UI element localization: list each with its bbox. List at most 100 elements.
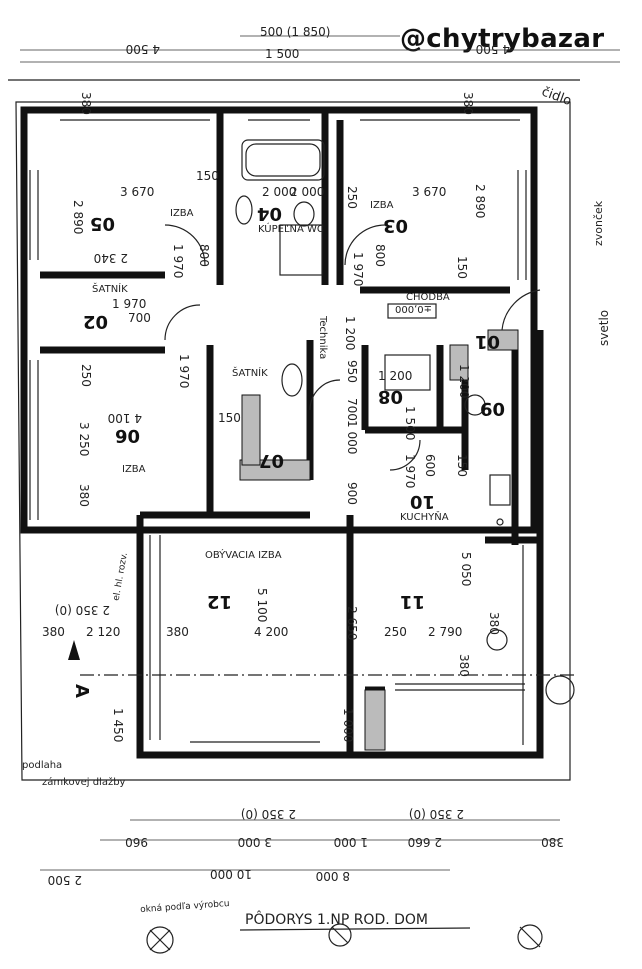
wall-hatches — [239, 329, 519, 751]
room-03: 03 — [383, 215, 408, 236]
windows — [29, 119, 527, 745]
room-name-satnik1: ŠATNÍK — [92, 282, 128, 295]
annotation-misc: okná podľa výrobcu — [140, 899, 230, 915]
dim-inner-7: 150 — [455, 256, 469, 279]
dim-inner-3: 3 670 — [120, 185, 154, 199]
dim-inner-36: 2 650 — [345, 606, 359, 640]
room-08: 08 — [378, 386, 403, 407]
dim-inner-45: 1 000 — [341, 708, 355, 742]
dim-inner-28: 380 — [77, 484, 91, 507]
room-name-kuchyna: KUCHYŇA — [400, 510, 449, 523]
watermark: @chytrybazar — [400, 24, 605, 54]
dim-inner-23: 1 200 — [457, 364, 471, 398]
dim-inner-18: 2 000 — [262, 185, 296, 199]
section-line-a: A — [68, 640, 575, 705]
annotation-svetlo: svetlo — [597, 310, 611, 346]
room-name-izba2: IZBA — [370, 200, 394, 211]
dim-inner-32: 600 — [423, 454, 437, 477]
room-name-satnik2: ŠATNÍK — [232, 366, 268, 379]
dim-inner-33: 150 — [455, 454, 469, 477]
dim-top-3: 500 (1 850) — [260, 25, 330, 39]
room-09: 09 — [480, 398, 505, 419]
room-10: 10 — [410, 491, 435, 512]
dim-inner-41: 2 790 — [428, 625, 462, 639]
dim-bottom-0: 2 350 (0) — [241, 807, 296, 821]
annotation-cidlo: čidlo — [540, 85, 574, 110]
dim-inner-1: 380 — [461, 92, 475, 115]
dim-inner-34: 5 050 — [459, 552, 473, 586]
inner-dimensions: 380 380 2 890 3 670 3 670 2 890 150 150 … — [42, 92, 501, 742]
dim-inner-9: 1 970 — [171, 244, 185, 278]
annotation-zamkovej: zámkovej dlažby — [42, 776, 126, 788]
dim-inner-40: 4 200 — [254, 625, 288, 639]
dim-bottom-2: 960 — [125, 835, 148, 849]
dim-inner-43: 380 — [487, 612, 501, 635]
dim-inner-5: 2 890 — [473, 184, 487, 218]
dim-inner-44: 380 — [457, 654, 471, 677]
dim-inner-11: 800 — [197, 244, 211, 267]
dim-inner-22: 1 200 — [378, 369, 412, 383]
dim-inner-26: 1 500 — [403, 406, 417, 440]
room-04: 04 — [257, 203, 282, 224]
annotations: čidlo zvonček svetlo podlaha zámkovej dl… — [22, 85, 611, 916]
dim-inner-2: 2 890 — [71, 200, 85, 234]
dim-inner-17: 1 970 — [177, 354, 191, 388]
annotation-podla: podlaha — [22, 760, 62, 771]
dim-inner-27: 150 — [218, 411, 241, 425]
dim-top-2: 1 500 — [265, 47, 299, 61]
dim-inner-38: 380 — [42, 625, 65, 639]
dim-inner-14: 700 — [128, 311, 151, 325]
room-02: 02 — [83, 311, 108, 332]
dim-inner-13: 1 200 — [343, 316, 357, 350]
dim-top-4: 4 500 — [476, 42, 510, 56]
section-label: A — [71, 684, 92, 698]
dim-inner-47: 1 450 — [111, 708, 125, 742]
dim-inner-42: 250 — [384, 625, 407, 639]
room-07: 07 — [259, 450, 284, 471]
room-11: 11 — [400, 591, 425, 612]
level-mark: ±0,000 — [387, 303, 437, 319]
top-dimensions: 4 500 1 500 500 (1 850) 4 500 — [20, 25, 620, 63]
plan-title: PÔDORYS 1.NP ROD. DOM — [245, 910, 428, 928]
dim-inner-6: 150 — [196, 169, 219, 183]
dim-bottom-7: 2 500 — [48, 873, 82, 887]
dim-bottom-4: 1 000 — [334, 835, 368, 849]
annotation-zvonec: zvonček — [592, 200, 605, 246]
dim-inner-19: 2 000 — [290, 185, 324, 199]
dim-inner-15: 250 — [79, 364, 93, 387]
dim-bottom-6: 380 — [541, 835, 564, 849]
dim-inner-25: 4 100 — [108, 411, 142, 425]
room-name-chodba: CHODBA — [406, 292, 450, 303]
dim-inner-46: 2 350 (0) — [55, 603, 110, 617]
scribble-symbols — [146, 923, 543, 954]
bottom-dimensions: 2 350 (0) 2 350 (0) 960 3 000 1 000 2 66… — [40, 807, 564, 887]
dim-bottom-3: 3 000 — [238, 835, 272, 849]
room-names: IZBA IZBA IZBA CHODBA ŠATNÍK ŠATNÍK KÚPE… — [92, 200, 450, 561]
dim-inner-48: 700 — [345, 398, 359, 421]
dim-inner-21: 950 — [345, 360, 359, 383]
dim-inner-29: 1 000 — [345, 420, 359, 454]
dim-inner-4: 3 670 — [412, 185, 446, 199]
dim-inner-12: 800 — [373, 244, 387, 267]
level-mark-text: ±0,000 — [395, 303, 432, 314]
dim-bottom-1: 2 350 (0) — [409, 807, 464, 821]
room-06: 06 — [115, 425, 140, 446]
dim-top-1: 4 500 — [126, 42, 160, 56]
dim-inner-10: 1 970 — [112, 297, 146, 311]
dim-inner-39: 380 — [166, 625, 189, 639]
dim-inner-8: 2 340 — [94, 251, 128, 265]
doors — [164, 224, 541, 471]
dim-inner-16: 250 — [345, 186, 359, 209]
room-numbers: 05 04 03 02 01 06 07 08 09 10 11 12 — [83, 203, 505, 612]
dim-inner-35: 5 100 — [255, 588, 269, 622]
room-name-izba1: IZBA — [170, 208, 194, 219]
room-name-kupelna: KÚPEĽNA WC — [258, 222, 324, 235]
room-name-obyvacia: OBÝVACIA IZBA — [205, 548, 282, 561]
room-12: 12 — [207, 591, 232, 612]
dim-inner-31: 1 970 — [403, 454, 417, 488]
dim-inner-37: 2 120 — [86, 625, 120, 639]
annotation-elektr: el. hl. rozv. — [112, 552, 130, 602]
dim-inner-20: 1 970 — [351, 252, 365, 286]
room-01: 01 — [475, 331, 500, 352]
